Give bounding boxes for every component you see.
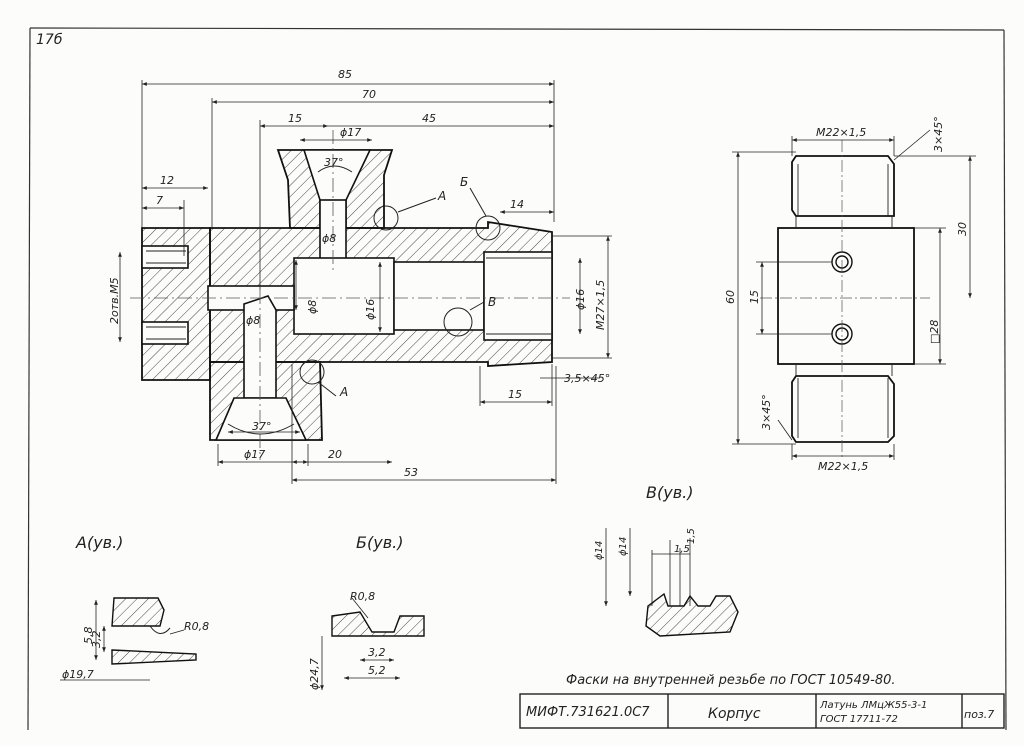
dim-d8-bot: ϕ8 [246,314,260,327]
label-b-top: Б [460,175,468,189]
side-view-outline [777,155,915,443]
detail-a-dimension-lines [60,600,185,681]
detail-v-dim-3: 1,5 [674,544,690,555]
side-view-dimension-lines [732,129,976,460]
thread-lines [146,250,552,340]
dim-15-bottom: 15 [508,388,522,401]
material-line-1: Латунь ЛМцЖ55-3-1 [819,700,927,711]
main-detail-labels: A Б В A [339,175,496,399]
dim-chamfer-top: 3×45° [932,116,945,152]
side-view-dimension-texts: M22×1,5 3×45° 30 60 15 □28 3×45° M22×1,5 [724,116,969,473]
dim-square-28: □28 [928,320,941,344]
dim-7: 7 [156,194,163,207]
sheet-frame [27,27,1007,731]
dim-m22-bottom: M22×1,5 [818,460,868,473]
dim-14: 14 [510,198,524,211]
dim-d17-bottom: ϕ17 [244,448,265,461]
detail-v-dim-4: 1,5 [686,528,697,544]
angle-arc-bottom [227,423,295,435]
detail-v-dimension-lines [604,528,691,606]
dim-12: 12 [160,174,174,187]
side-view: M22×1,5 3×45° 30 60 15 □28 3×45° M22×1,5 [724,116,976,473]
detail-v-title: В(ув.) [646,483,693,502]
part-name: Корпус [708,706,761,722]
title-block: МИФТ.731621.0С7 Корпус Латунь ЛМцЖ55-3-1… [519,693,1005,729]
label-v: В [488,295,496,309]
dim-20: 20 [328,448,342,461]
dim-angle-37-bottom: 37° [252,420,272,433]
detail-a-dim-2: 3,2 [90,631,103,649]
material-line-2: ГОСТ 17711-72 [820,714,898,725]
dim-chamfer: 3,5×45° [564,372,610,385]
label-a-bottom: A [339,385,348,399]
side-view-thread-lines [795,164,893,438]
dim-30: 30 [956,222,969,236]
detail-b-diameter: ϕ24,7 [308,658,321,690]
dim-chamfer-bottom: 3×45° [760,394,773,430]
doc-code: МИФТ.731621.0С7 [526,705,650,720]
detail-v-dim-2: ϕ14 [618,537,629,556]
main-section-view: 85 70 15 45 ϕ17 37° 12 7 14 ϕ8 ϕ8 ϕ8 ϕ16… [108,68,612,484]
detail-a-radius-arc [149,625,171,634]
detail-b-dim-2: 5,2 [368,664,386,677]
dim-m22-top: M22×1,5 [816,126,866,139]
detail-v-dim-1: ϕ14 [594,541,605,560]
dim-15-top: 15 [288,112,302,125]
angle-arc-top [317,165,353,173]
dim-d16-inner: ϕ16 [364,299,377,320]
center-lines [130,130,570,460]
detail-b-texts: R0,8 3,2 5,2 ϕ24,7 [308,590,386,690]
detail-v-texts: ϕ14 ϕ14 1,5 1,5 [594,528,697,560]
sheet-number: 17б [36,32,63,48]
dim-holes-m5: 2отв.М5 [108,277,121,324]
dim-70: 70 [362,88,376,101]
detail-a-upper-part [111,597,165,627]
detail-a-radius: R0,8 [184,620,209,633]
dim-60: 60 [724,290,737,304]
position-number: поз.7 [964,708,994,721]
main-dimension-lines [118,80,612,484]
chamfer-note: Фаски на внутренней резьбе по ГОСТ 10549… [566,673,896,688]
dim-m27-thread: M27×1,5 [594,280,607,330]
detail-b-view: Б(ув.) R0,8 3,2 5,2 ϕ24,7 [308,533,425,690]
detail-v-view: В(ув.) ϕ14 ϕ14 1,5 1,5 [594,483,739,637]
dim-d16-outer: ϕ16 [574,289,587,310]
detail-b-dimension-lines [320,597,400,690]
detail-a-lower-part [111,649,197,665]
detail-b-radius: R0,8 [350,590,375,603]
dim-45: 45 [422,112,436,125]
detail-b-title: Б(ув.) [356,533,403,552]
detail-a-title: A(ув.) [75,533,123,552]
dim-d17-top: ϕ17 [340,126,361,139]
detail-b-part [331,611,425,637]
dim-53: 53 [404,466,418,479]
detail-circles [299,187,501,397]
side-view-center-lines [760,140,930,460]
detail-a-dim-1: 5,8 [82,627,95,645]
dim-85: 85 [338,68,352,81]
label-a-top: A [437,189,446,203]
dim-15-side: 15 [748,290,761,304]
dim-d8-top: ϕ8 [322,232,336,245]
detail-a-view: A(ув.) R0,8 5,8 3,2 ϕ19,7 [60,533,209,681]
main-dimension-texts: 85 70 15 45 ϕ17 37° 12 7 14 ϕ8 ϕ8 ϕ8 ϕ16… [108,68,610,479]
detail-b-dim-1: 3,2 [368,646,386,659]
dim-d8-mid: ϕ8 [306,300,319,314]
dim-angle-37-top: 37° [324,156,344,169]
detail-v-part [645,592,739,637]
detail-a-texts: R0,8 5,8 3,2 ϕ19,7 [62,620,209,681]
detail-a-diameter: ϕ19,7 [62,668,94,681]
